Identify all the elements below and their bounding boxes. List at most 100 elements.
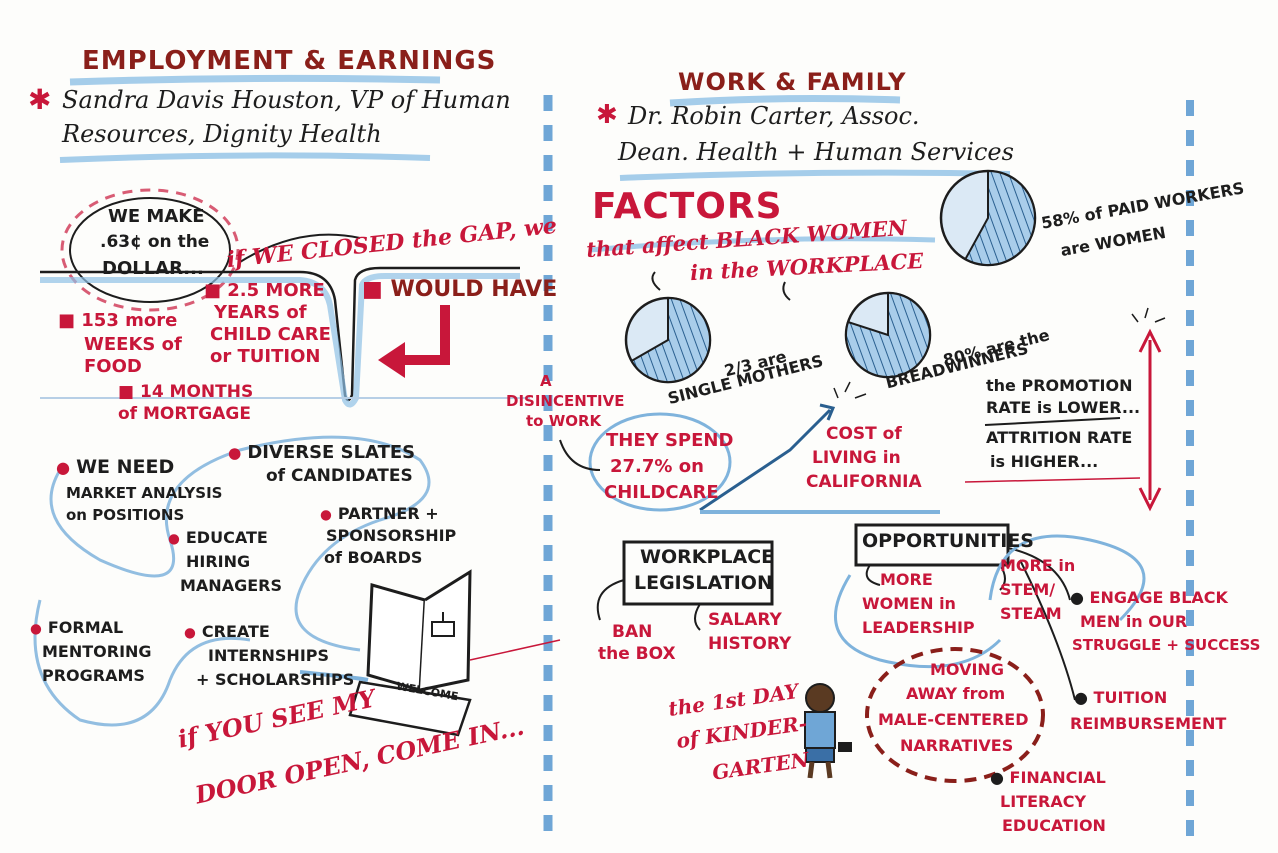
would-have-label: WOULD HAVE bbox=[390, 277, 558, 302]
pie-breadwinners bbox=[844, 291, 932, 379]
engage-line: ● ENGAGE BLACK bbox=[1070, 588, 1228, 607]
stat-line: CHILD CARE bbox=[210, 324, 331, 345]
ban-line: the BOX bbox=[598, 644, 676, 664]
bubble-outline bbox=[69, 197, 231, 303]
promotion-line: RATE is LOWER... bbox=[986, 398, 1141, 417]
sparkle-1 bbox=[833, 381, 867, 399]
bubble-line: WE MAKE bbox=[108, 206, 205, 227]
pie-wedge-breadwinners bbox=[845, 291, 931, 378]
title-underline-right bbox=[669, 95, 901, 107]
diverse-line: DIVERSE SLATES bbox=[228, 443, 415, 463]
opportunities-branches bbox=[865, 547, 1076, 701]
speaker-underline-left bbox=[59, 152, 431, 163]
market-line: MARKET ANALYSIS bbox=[66, 484, 223, 502]
tuition-line: ● TUITION bbox=[1074, 688, 1168, 707]
more-women-line: MORE bbox=[880, 570, 933, 589]
stat-line: of MORTGAGE bbox=[118, 404, 251, 424]
childcare-line: 27.7% on bbox=[610, 456, 704, 477]
partner-line: PARTNER + bbox=[320, 505, 439, 523]
intern-line: + SCHOLARSHIPS bbox=[196, 670, 355, 689]
childcare-ring bbox=[588, 412, 732, 512]
we-need: WE NEED bbox=[56, 457, 174, 478]
legislation-box bbox=[622, 540, 774, 606]
stem-line: MORE in bbox=[1000, 556, 1076, 575]
intern-line: INTERNSHIPS bbox=[208, 646, 330, 665]
ban-line: BAN bbox=[612, 622, 653, 642]
factors-heading: FACTORS bbox=[592, 186, 783, 227]
pie-wedge-single-mothers bbox=[630, 296, 711, 383]
left-speaker-line2: Resources, Dignity Health bbox=[62, 120, 382, 148]
gap-curve-blue bbox=[40, 273, 520, 408]
title-underline-left bbox=[69, 74, 441, 86]
salary-line: HISTORY bbox=[708, 634, 792, 654]
asterisk-icon: ✱ bbox=[596, 100, 618, 130]
market-line: on POSITIONS bbox=[66, 506, 185, 524]
tuition-line: REIMBURSEMENT bbox=[1070, 714, 1227, 733]
sparkle-2 bbox=[1131, 307, 1166, 323]
bubble-line: .63¢ on the bbox=[100, 232, 210, 252]
speaker-underline-right bbox=[619, 169, 1011, 181]
disincentive-line: to WORK bbox=[526, 412, 602, 430]
child-figure bbox=[804, 683, 852, 779]
childcare-line: CHILDCARE bbox=[604, 482, 719, 503]
moving-line: MALE-CENTERED bbox=[878, 710, 1029, 729]
legislation-line: WORKPLACE bbox=[640, 546, 775, 568]
curl-2 bbox=[782, 281, 791, 301]
would-have: ■ WOULD HAVE bbox=[362, 277, 558, 302]
mentoring-line: MENTORING bbox=[42, 642, 152, 661]
opportunities-blue-loop bbox=[834, 534, 1146, 669]
stat-line: YEARS of bbox=[214, 302, 307, 323]
red-arrow bbox=[378, 305, 450, 378]
stat-line: ■ 153 more bbox=[58, 310, 178, 331]
engage-line: MEN in OUR bbox=[1080, 612, 1188, 631]
cost-arrow bbox=[699, 408, 832, 512]
more-women-line: WOMEN in bbox=[862, 594, 956, 613]
promotion-line: the PROMOTION bbox=[986, 376, 1133, 395]
disincentive-line: A bbox=[540, 372, 552, 390]
stat-line: ■ 2.5 MORE bbox=[204, 280, 325, 301]
pie-wedge-paid-workers bbox=[963, 169, 1036, 266]
financial-line: LITERACY bbox=[1000, 792, 1087, 811]
diverse-line: of CANDIDATES bbox=[266, 466, 413, 486]
intern-line: CREATE bbox=[184, 623, 270, 641]
educate-line: HIRING bbox=[186, 552, 251, 571]
stat-line: FOOD bbox=[84, 356, 142, 377]
promotion-line: ATTRITION RATE bbox=[986, 428, 1133, 447]
legislation-branches bbox=[596, 579, 701, 631]
cost-line: COST of bbox=[826, 424, 902, 444]
more-women-line: LEADERSHIP bbox=[862, 618, 975, 637]
engage-line: STRUGGLE + SUCCESS bbox=[1072, 636, 1261, 654]
stat-line: or TUITION bbox=[210, 346, 321, 367]
pie-single-mothers bbox=[624, 296, 712, 384]
moving-ring bbox=[865, 647, 1045, 783]
cost-line: LIVING in bbox=[812, 448, 901, 468]
bubble-line: DOLLAR... bbox=[102, 258, 204, 279]
promotion-line: is HIGHER... bbox=[990, 452, 1099, 471]
right-speaker-line1: Dr. Robin Carter, Assoc. bbox=[628, 102, 920, 130]
salary-line: SALARY bbox=[708, 610, 782, 630]
moving-line: NARRATIVES bbox=[900, 736, 1014, 755]
stat-line: WEEKS of bbox=[84, 334, 182, 355]
bubble-dash bbox=[60, 188, 240, 312]
open-door-drawing bbox=[299, 569, 561, 737]
opportunities-heading: OPPORTUNITIES bbox=[862, 530, 1034, 552]
right-title: WORK & FAMILY bbox=[678, 68, 907, 96]
educate-line: MANAGERS bbox=[180, 576, 282, 595]
disincentive-line: DISINCENTIVE bbox=[506, 392, 625, 410]
curl-1 bbox=[651, 271, 661, 291]
left-title: EMPLOYMENT & EARNINGS bbox=[82, 46, 497, 76]
opportunities-box bbox=[854, 523, 1010, 567]
asterisk-icon: ✱ bbox=[28, 83, 52, 116]
financial-line: ● FINANCIAL bbox=[990, 768, 1106, 787]
swirl-network bbox=[33, 435, 431, 727]
stem-line: STEM/ bbox=[1000, 580, 1056, 599]
stem-line: STEAM bbox=[1000, 604, 1062, 623]
partner-line: of BOARDS bbox=[324, 548, 423, 567]
mentoring-line: PROGRAMS bbox=[42, 666, 145, 685]
disincentive-arrow bbox=[559, 439, 601, 471]
gap-swoosh bbox=[239, 233, 361, 263]
right-speaker-line2: Dean. Health + Human Services bbox=[618, 138, 1014, 166]
stat-line: ■ 14 MONTHS bbox=[118, 382, 254, 402]
moving-line: AWAY from bbox=[906, 684, 1006, 703]
